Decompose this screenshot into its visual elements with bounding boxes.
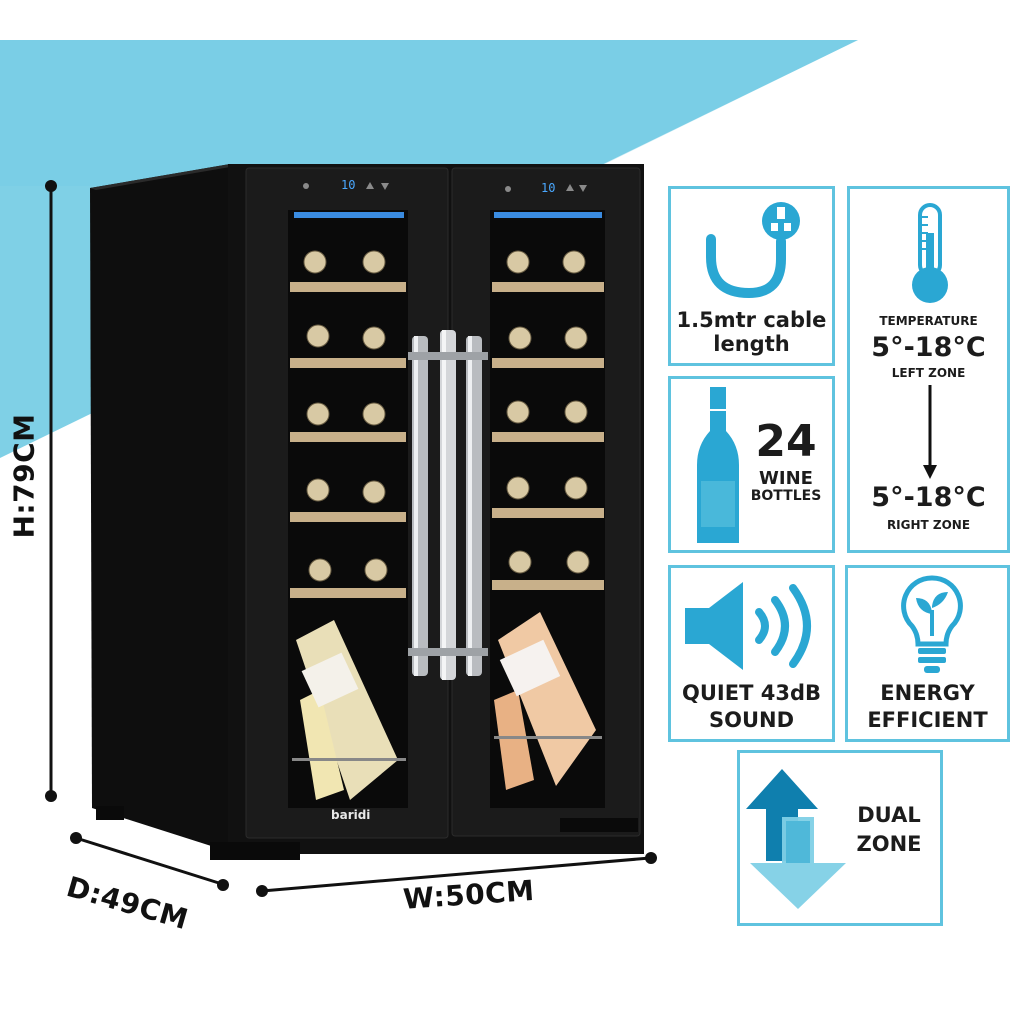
bottle-capacity-box: 24 WINE BOTTLES: [668, 376, 835, 553]
noise-line1: QUIET 43dB: [682, 681, 821, 705]
zone-line2: ZONE: [856, 832, 922, 857]
energy-box: ENERGY EFFICIENT: [845, 565, 1010, 742]
temperature-box: TEMPERATURE 5°-18°C LEFT ZONE 5°-18°C RI…: [847, 186, 1010, 553]
bottle-line2: BOTTLES: [750, 488, 822, 504]
width-dot-right: [645, 852, 657, 864]
brand-logo: baridi: [331, 808, 371, 822]
energy-text: ENERGY EFFICIENT: [848, 680, 1007, 735]
bottle-line1: WINE: [759, 468, 813, 489]
noise-line2: SOUND: [708, 708, 795, 733]
arrow-down-icon: [923, 385, 937, 479]
wine-bottle-icon: [697, 387, 739, 543]
left-zone-range: 5°-18°C: [871, 332, 986, 363]
energy-line2: EFFICIENT: [867, 708, 988, 733]
eco-bulb-icon: [901, 575, 963, 673]
zone-text: DUAL ZONE: [844, 801, 934, 860]
cable-length-box: 1.5mtr cable length: [668, 186, 835, 366]
height-label: H:79CM: [7, 413, 41, 539]
height-dot-bottom: [45, 790, 57, 802]
left-temperature-display: 10: [341, 178, 356, 192]
plug-icon: [706, 202, 800, 299]
depth-dot-right: [217, 879, 229, 891]
right-zone-label: RIGHT ZONE: [886, 518, 971, 532]
bottle-count: 24: [755, 416, 817, 467]
zone-line1: DUAL: [857, 803, 921, 827]
dual-zone-box: DUAL ZONE: [737, 750, 943, 926]
width-dot-left: [256, 885, 268, 897]
left-zone-label: LEFT ZONE: [891, 366, 966, 380]
noise-text: QUIET 43dB SOUND: [671, 680, 832, 735]
cable-line1: 1.5mtr cable: [676, 308, 827, 332]
right-temperature-display: 10: [541, 181, 556, 195]
temperature-heading: TEMPERATURE: [879, 314, 978, 328]
cable-text: 1.5mtr cable length: [671, 308, 832, 356]
thermometer-icon: [912, 203, 948, 303]
right-zone-range: 5°-18°C: [871, 482, 986, 513]
depth-dot-left: [70, 832, 82, 844]
noise-level-box: QUIET 43dB SOUND: [668, 565, 835, 742]
energy-line1: ENERGY: [880, 681, 975, 705]
speaker-icon: [685, 582, 811, 670]
height-dot-top: [45, 180, 57, 192]
cable-line2: length: [713, 331, 790, 356]
up-down-arrows-icon: [746, 769, 846, 909]
